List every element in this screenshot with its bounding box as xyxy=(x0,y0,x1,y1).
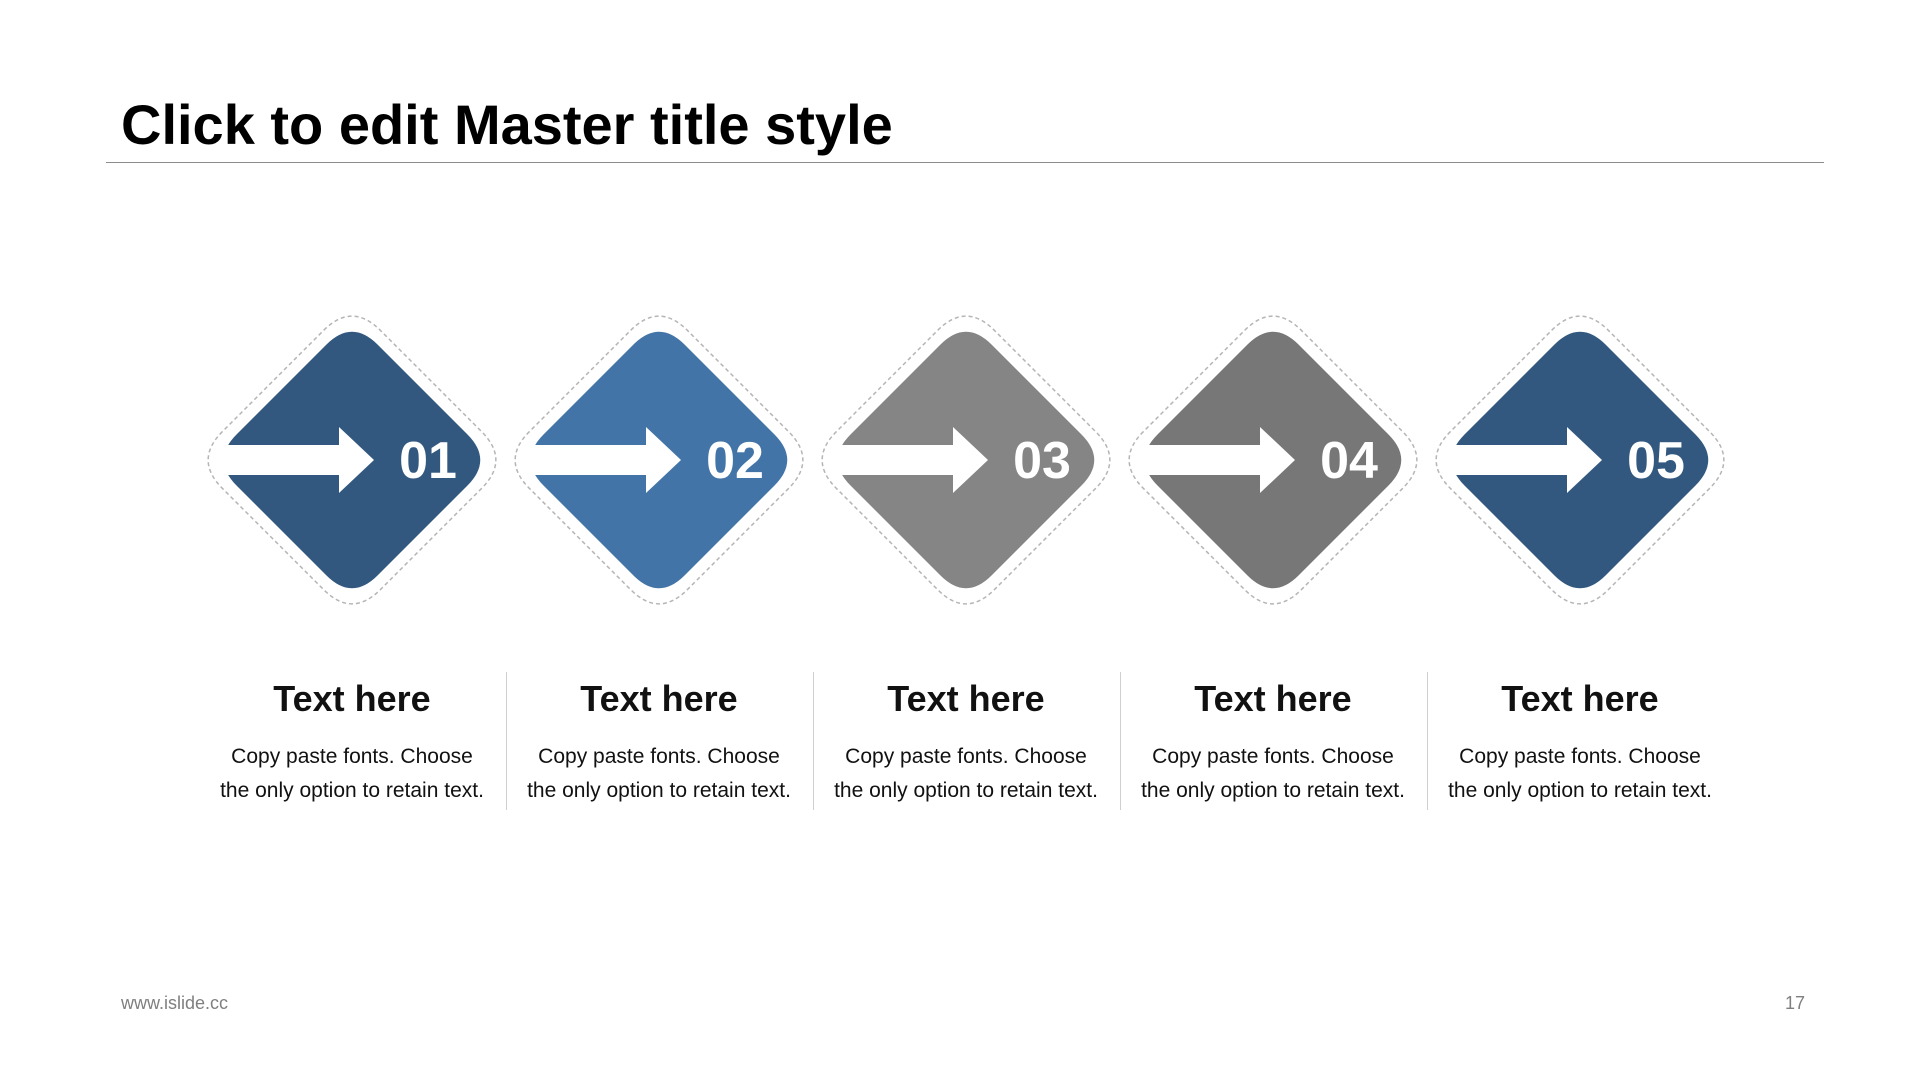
step-description-line: the only option to retain text. xyxy=(834,779,1098,802)
step-shape-5: 05 xyxy=(1435,315,1725,605)
step-title: Text here xyxy=(580,678,738,719)
step-description-line: the only option to retain text. xyxy=(527,779,791,802)
column-divider xyxy=(1119,672,1121,810)
step-description-line: the only option to retain text. xyxy=(220,779,484,802)
step-description-line: Copy paste fonts. Choose xyxy=(231,745,473,768)
step-description-line: the only option to retain text. xyxy=(1141,779,1405,802)
right-arrow-icon xyxy=(1137,427,1295,493)
step-number: 03 xyxy=(1013,432,1071,490)
step-title: Text here xyxy=(1501,678,1659,719)
step-description: Copy paste fonts. Choose the only option … xyxy=(1430,740,1730,808)
page-number: 17 xyxy=(1785,993,1806,1013)
step-shape-1: 01 xyxy=(207,315,497,605)
right-arrow-icon xyxy=(830,427,988,493)
step-description: Copy paste fonts. Choose the only option … xyxy=(202,740,502,808)
step-title: Text here xyxy=(887,678,1045,719)
slide-title: Click to edit Master title style xyxy=(121,93,893,156)
step-description: Copy paste fonts. Choose the only option … xyxy=(509,740,809,808)
step-description: Copy paste fonts. Choose the only option … xyxy=(816,740,1116,808)
step-number: 05 xyxy=(1627,432,1685,490)
step-description-line: the only option to retain text. xyxy=(1448,779,1712,802)
right-arrow-icon xyxy=(523,427,681,493)
right-arrow-icon xyxy=(1444,427,1602,493)
step-description-line: Copy paste fonts. Choose xyxy=(1152,745,1394,768)
step-shape-4: 04 xyxy=(1128,315,1418,605)
title-divider xyxy=(106,162,1824,163)
right-arrow-icon xyxy=(216,427,374,493)
column-divider xyxy=(505,672,507,810)
step-shape-3: 03 xyxy=(821,315,1111,605)
column-divider xyxy=(812,672,814,810)
step-number: 04 xyxy=(1320,432,1378,490)
footer-url: www.islide.cc xyxy=(121,993,229,1013)
step-description-line: Copy paste fonts. Choose xyxy=(538,745,780,768)
step-title: Text here xyxy=(1194,678,1352,719)
step-description-line: Copy paste fonts. Choose xyxy=(1459,745,1701,768)
step-description: Copy paste fonts. Choose the only option … xyxy=(1123,740,1423,808)
step-number: 02 xyxy=(706,432,764,490)
step-description-line: Copy paste fonts. Choose xyxy=(845,745,1087,768)
step-number: 01 xyxy=(399,432,457,490)
column-divider xyxy=(1426,672,1428,810)
step-title: Text here xyxy=(273,678,431,719)
step-shape-2: 02 xyxy=(514,315,804,605)
